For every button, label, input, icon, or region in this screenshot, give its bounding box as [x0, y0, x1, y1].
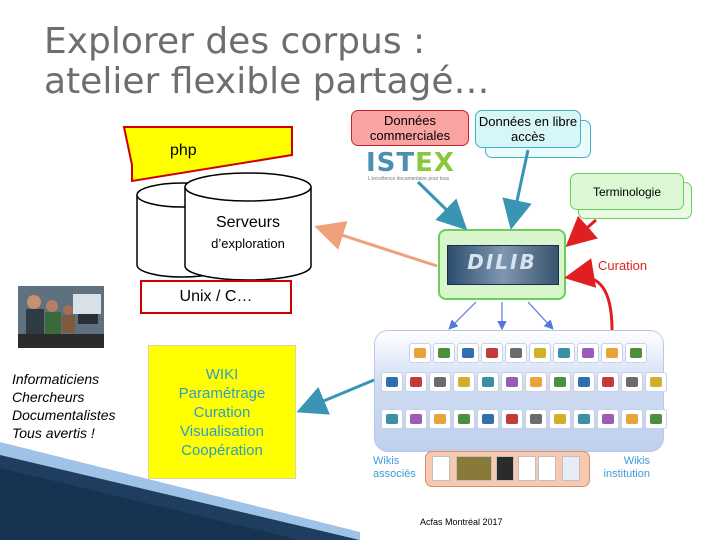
- arrow-dilib-to-panel-left: [448, 301, 477, 330]
- front-cylinder: [184, 172, 312, 281]
- server-title: Serveurs: [215, 214, 281, 231]
- wiki-chip-icon: [553, 343, 575, 363]
- arrow-curation: [564, 258, 614, 331]
- role-item: Informaticiens: [12, 371, 100, 387]
- wiki-chip-icon: [625, 343, 647, 363]
- wiki-chip-icon: [525, 372, 547, 392]
- arrow-terminology-to-dilib: [565, 215, 598, 247]
- wiki-chip-icon: [549, 409, 571, 429]
- people-photo: [18, 286, 104, 348]
- wiki-chip-icon: [577, 343, 599, 363]
- wiki-chip-icon: [573, 372, 595, 392]
- curation-label: Curation: [598, 258, 648, 273]
- wiki-card-icon: [432, 456, 450, 481]
- php-label: php: [170, 142, 197, 159]
- arrow-panel-to-wiki: [296, 378, 375, 415]
- wikis-institution-text: Wikis institution: [603, 455, 650, 480]
- wiki-chip-icon: [601, 343, 623, 363]
- wiki-line: Coopération: [181, 441, 263, 459]
- wiki-card-icon: [538, 456, 556, 481]
- wiki-chip-icon: [597, 409, 619, 429]
- wikis-associated-text: Wikis associés: [373, 455, 416, 480]
- arrow-dilib-to-panel-right: [527, 301, 554, 330]
- commercial-data-box: Données commerciales: [351, 110, 469, 146]
- slide-title: Explorer des corpus : atelier flexible p…: [44, 22, 490, 102]
- arrow-istex-to-dilib: [416, 180, 468, 231]
- wiki-chip-icon: [477, 372, 499, 392]
- commercial-data-label: Données commerciales: [369, 113, 451, 143]
- wiki-chip-icon: [529, 343, 551, 363]
- wikis-associated-label: Wikis associés: [373, 455, 423, 481]
- istex-logo-text: ISTEX: [366, 148, 455, 178]
- wiki-chip-icon: [477, 409, 499, 429]
- role-item: Tous avertis !: [12, 425, 95, 441]
- wiki-chip-icon: [573, 409, 595, 429]
- wiki-line: Visualisation: [180, 422, 264, 440]
- wiki-chip-icon: [481, 343, 503, 363]
- wiki-line: Curation: [193, 403, 251, 421]
- wiki-chip-icon: [501, 372, 523, 392]
- role-item: Chercheurs: [12, 389, 85, 405]
- footer-text: Acfas Montréal 2017: [420, 517, 503, 527]
- dilib-logo-banner: [447, 245, 559, 285]
- arrow-dilib-to-servers: [314, 221, 438, 268]
- php-banner: [122, 126, 293, 183]
- wiki-chip-icon: [549, 372, 571, 392]
- wiki-chip-icon: [645, 409, 667, 429]
- istex-logo: ISTEX: [366, 148, 455, 178]
- wiki-chip-icon: [409, 343, 431, 363]
- wiki-chip-icon: [381, 372, 403, 392]
- server-subtitle: d’exploration: [211, 236, 285, 251]
- dilib-logo: DILIB: [467, 250, 537, 274]
- role-item: Documentalistes: [12, 407, 116, 423]
- wikis-bar: [425, 451, 590, 487]
- wiki-chip-icon: [501, 409, 523, 429]
- wiki-chip-icon: [621, 372, 643, 392]
- wiki-box: WIKI Paramétrage Curation Visualisation …: [148, 345, 296, 479]
- wiki-chip-icon: [405, 409, 427, 429]
- wiki-chip-icon: [429, 372, 451, 392]
- wiki-chip-icon: [621, 409, 643, 429]
- wiki-chip-icon: [433, 343, 455, 363]
- wiki-line: WIKI: [205, 365, 239, 383]
- wiki-chip-icon: [381, 409, 403, 429]
- wiki-chip-icon: [505, 343, 527, 363]
- unix-label: Unix / C…: [179, 288, 253, 305]
- wikis-institution-label: Wikis institution: [598, 455, 650, 481]
- wiki-chip-icon: [453, 372, 475, 392]
- title-line-1: Explorer des corpus :: [44, 21, 426, 62]
- wiki-chip-icon: [429, 409, 451, 429]
- wiki-chip-icon: [525, 409, 547, 429]
- title-line-2: atelier flexible partagé…: [44, 61, 490, 102]
- open-data-box: Données en libre accès: [475, 110, 581, 148]
- terminology-box: Terminologie: [570, 173, 684, 210]
- terminology-label: Terminologie: [592, 184, 662, 199]
- unix-box: Unix / C…: [140, 280, 292, 314]
- wiki-chip-icon: [597, 372, 619, 392]
- wiki-card-icon: [496, 456, 514, 481]
- roles-list: Informaticiens Chercheurs Documentaliste…: [12, 370, 116, 442]
- arrow-open-data-to-dilib: [502, 149, 532, 230]
- wiki-line: Paramétrage: [178, 384, 266, 402]
- people-photo-art: [18, 286, 104, 348]
- wiki-chip-icon: [457, 343, 479, 363]
- wiki-card-icon: [562, 456, 580, 481]
- istex-tagline: L’excellence documentaire pour tous: [368, 176, 450, 182]
- wiki-card-icon: [518, 456, 536, 481]
- open-data-label: Données en libre accès: [478, 114, 578, 144]
- wiki-card-icon: [456, 456, 492, 481]
- wiki-chip-icon: [405, 372, 427, 392]
- wiki-chip-icon: [645, 372, 667, 392]
- wiki-chip-icon: [453, 409, 475, 429]
